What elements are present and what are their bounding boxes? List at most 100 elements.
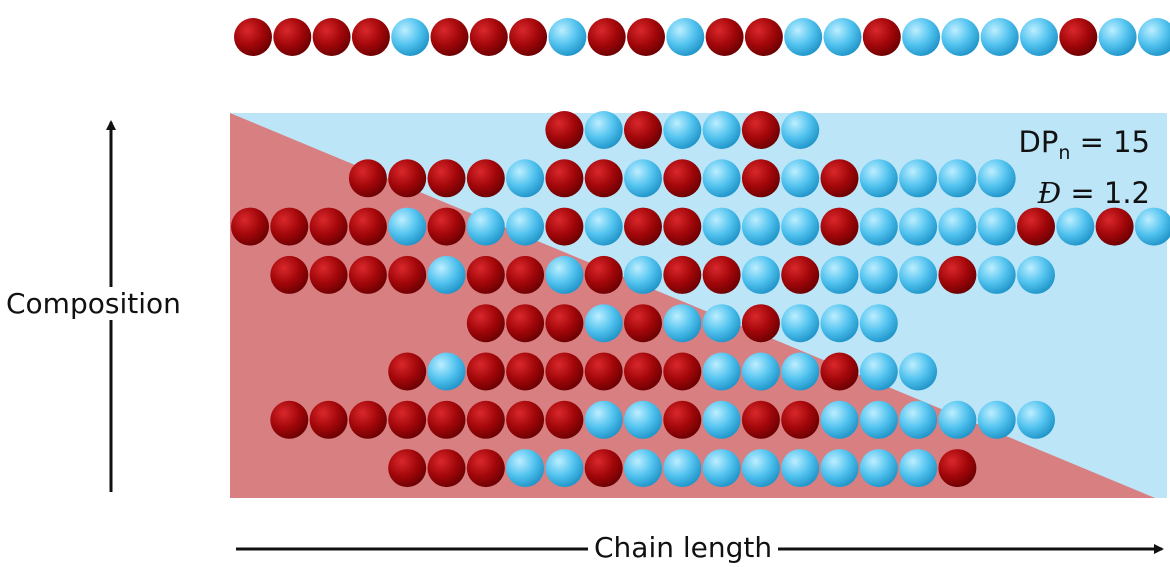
monomer-b-bead	[980, 18, 1019, 56]
monomer-a-bead	[427, 400, 466, 439]
monomer-b-bead	[584, 400, 623, 439]
monomer-b-bead	[427, 352, 466, 391]
monomer-a-bead	[1059, 18, 1098, 56]
polymer-chain	[348, 159, 1016, 198]
monomer-a-bead	[781, 400, 820, 439]
monomer-a-bead	[309, 255, 348, 294]
monomer-a-bead	[584, 449, 623, 488]
monomer-b-bead	[1056, 207, 1095, 246]
monomer-b-bead	[1098, 18, 1137, 56]
monomer-b-bead	[784, 18, 823, 56]
monomer-a-bead	[627, 18, 665, 56]
monomer-a-bead	[427, 449, 466, 488]
monomer-a-bead	[466, 304, 505, 343]
monomer-a-bead	[506, 400, 545, 439]
monomer-b-bead	[820, 255, 859, 294]
dpn-subscript: n	[1058, 141, 1071, 164]
monomer-b-bead	[902, 18, 941, 56]
monomer-b-bead	[977, 159, 1016, 198]
monomer-a-bead	[741, 111, 780, 149]
monomer-b-bead	[702, 207, 741, 246]
monomer-b-bead	[741, 255, 780, 294]
monomer-b-bead	[388, 207, 427, 246]
monomer-b-bead	[624, 255, 662, 294]
monomer-b-bead	[584, 207, 623, 246]
monomer-a-bead	[466, 400, 505, 439]
y-axis-label: Composition	[4, 287, 183, 320]
monomer-a-bead	[466, 352, 505, 391]
monomer-a-bead	[741, 304, 780, 343]
monomer-a-bead	[506, 352, 545, 391]
monomer-a-bead	[545, 207, 584, 246]
monomer-b-bead	[859, 400, 898, 439]
monomer-a-bead	[1017, 207, 1055, 246]
monomer-b-bead	[466, 207, 505, 246]
polymer-chain	[388, 449, 977, 488]
monomer-a-bead	[663, 255, 702, 294]
monomer-b-bead	[899, 159, 938, 198]
monomer-a-bead	[309, 207, 348, 246]
monomer-a-bead	[469, 18, 508, 56]
monomer-a-bead	[584, 255, 623, 294]
monomer-a-bead	[862, 18, 901, 56]
polymer-chain	[270, 400, 1055, 439]
monomer-a-bead	[427, 207, 466, 246]
polymer-chain	[388, 352, 938, 391]
monomer-b-bead	[663, 449, 702, 488]
monomer-a-bead	[509, 18, 548, 56]
monomer-b-bead	[820, 304, 859, 343]
monomer-a-bead	[702, 255, 741, 294]
monomer-b-bead	[702, 400, 741, 439]
monomer-a-bead	[231, 207, 269, 246]
monomer-a-bead	[545, 159, 584, 198]
monomer-b-bead	[702, 304, 741, 343]
monomer-a-bead	[545, 111, 584, 149]
polymer-chain-population	[231, 111, 1170, 488]
polymer-chain	[545, 111, 820, 149]
monomer-b-bead	[899, 255, 938, 294]
dispersity-line: Đ = 1.2	[1018, 173, 1150, 213]
monomer-a-bead	[624, 352, 662, 391]
monomer-b-bead	[899, 400, 938, 439]
monomer-b-bead	[823, 18, 862, 56]
monomer-a-bead	[744, 18, 783, 56]
monomer-b-bead	[1020, 18, 1058, 56]
monomer-a-bead	[741, 159, 780, 198]
dpn-value: = 15	[1079, 125, 1150, 159]
monomer-b-bead	[545, 255, 584, 294]
monomer-a-bead	[938, 449, 977, 488]
monomer-b-bead	[1134, 207, 1170, 246]
monomer-b-bead	[941, 18, 980, 56]
monomer-b-bead	[859, 159, 898, 198]
monomer-a-bead	[663, 207, 702, 246]
monomer-b-bead	[977, 255, 1016, 294]
monomer-a-bead	[584, 159, 623, 198]
monomer-b-bead	[820, 400, 859, 439]
monomer-b-bead	[427, 255, 466, 294]
monomer-b-bead	[624, 400, 662, 439]
monomer-a-bead	[351, 18, 390, 56]
dispersity-value: = 1.2	[1070, 175, 1150, 210]
monomer-b-bead	[506, 449, 545, 488]
monomer-a-bead	[1095, 207, 1134, 246]
statistics-box: DPn = 15 Đ = 1.2	[1018, 122, 1150, 213]
monomer-b-bead	[545, 449, 584, 488]
monomer-b-bead	[624, 159, 662, 198]
monomer-a-bead	[309, 400, 348, 439]
monomer-b-bead	[859, 304, 898, 343]
monomer-a-bead	[705, 18, 744, 56]
monomer-b-bead	[548, 18, 587, 56]
monomer-a-bead	[388, 352, 427, 391]
monomer-b-bead	[977, 400, 1016, 439]
monomer-a-bead	[820, 207, 859, 246]
monomer-a-bead	[663, 400, 702, 439]
monomer-a-bead	[624, 207, 662, 246]
dpn-line: DPn = 15	[1018, 122, 1150, 173]
monomer-a-bead	[312, 18, 351, 56]
monomer-a-bead	[430, 18, 469, 56]
monomer-a-bead	[938, 255, 977, 294]
monomer-b-bead	[624, 449, 662, 488]
x-axis-label: Chain length	[588, 531, 779, 564]
monomer-b-bead	[702, 449, 741, 488]
